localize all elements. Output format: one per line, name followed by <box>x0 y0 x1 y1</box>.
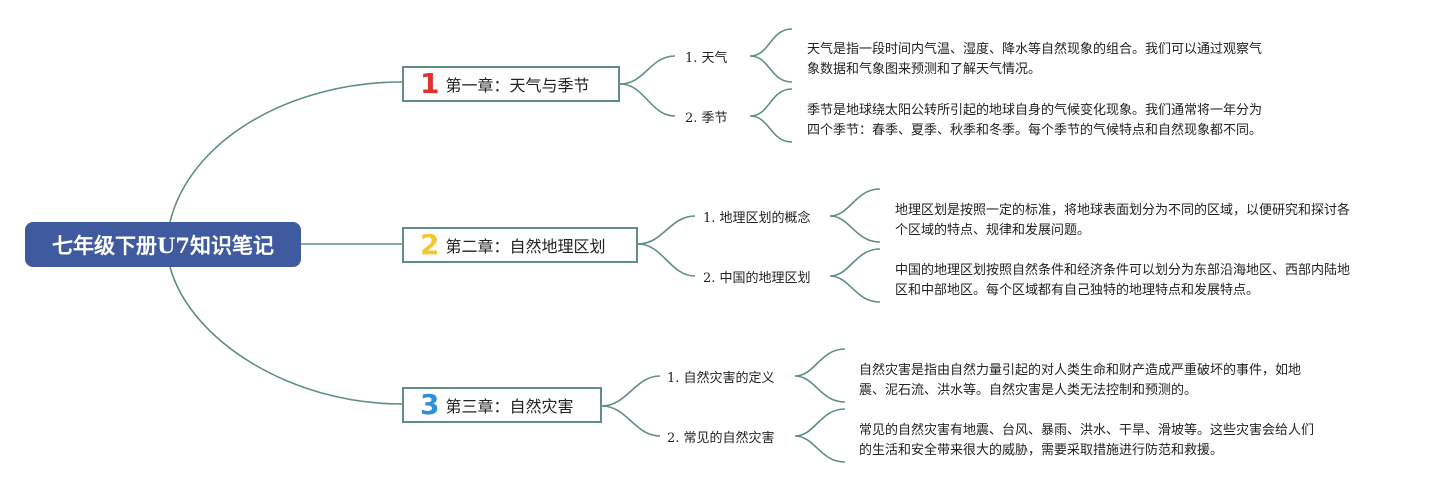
bracket-ch1-t1 <box>749 28 793 83</box>
chapter-1-number: 1 <box>420 67 440 100</box>
topic-3-1-label[interactable]: 1. 自然灾害的定义 <box>667 371 775 386</box>
root-node[interactable]: 七年级下册U7知识笔记 <box>25 222 301 267</box>
topic-2-1-description: 地理区划是按照一定的标准，将地球表面划分为不同的区域，以便研究和探讨各 个区域的… <box>895 203 1351 238</box>
connector-ch1-t1 <box>619 55 676 85</box>
chapter-2-node[interactable]: 2 第二章：自然地理区划 <box>402 227 638 263</box>
chapter-2-title: 第二章：自然地理区划 <box>445 237 606 256</box>
connector-ch2-t1 <box>637 215 696 245</box>
topic-1-1-label[interactable]: 1. 天气 <box>685 51 728 66</box>
bracket-ch2-t1 <box>829 188 881 243</box>
bracket-ch3-t1 <box>794 348 846 403</box>
topic-3-2-description: 常见的自然灾害有地震、台风、暴雨、洪水、干旱、滑坡等。这些灾害会给人们 的生活和… <box>859 423 1315 458</box>
connector-root-ch1 <box>169 81 403 223</box>
chapter-2-number: 2 <box>420 228 440 261</box>
topic-3-2-label[interactable]: 2. 常见的自然灾害 <box>667 431 775 446</box>
connector-ch3-t1 <box>601 375 661 407</box>
connector-ch1-t2 <box>619 83 676 117</box>
chapter-3-number: 3 <box>420 388 440 421</box>
chapter-1-title: 第一章：天气与季节 <box>445 76 590 95</box>
chapter-3-node[interactable]: 3 第三章：自然灾害 <box>402 387 602 423</box>
root-title: 七年级下册U7知识笔记 <box>52 232 274 258</box>
chapter-3-title: 第三章：自然灾害 <box>445 397 574 416</box>
bracket-ch3-t2 <box>794 408 846 463</box>
topic-3-1-description: 自然灾害是指由自然力量引起的对人类生命和财产造成严重破坏的事件，如地 震、泥石流… <box>859 363 1302 398</box>
topic-2-2-label[interactable]: 2. 中国的地理区划 <box>703 271 811 286</box>
topic-2-1-label[interactable]: 1. 地理区划的概念 <box>703 211 811 226</box>
bracket-ch2-t2 <box>829 248 881 303</box>
topic-1-1-description: 天气是指一段时间内气温、湿度、降水等自然现象的组合。我们可以通过观察气 象数据和… <box>807 42 1263 77</box>
connector-ch3-t2 <box>601 405 661 437</box>
topic-1-2-description: 季节是地球绕太阳公转所引起的地球自身的气候变化现象。我们通常将一年分为 四个季节… <box>807 103 1263 138</box>
topic-1-2-label[interactable]: 2. 季节 <box>685 111 728 126</box>
bracket-ch1-t2 <box>749 88 793 143</box>
connector-root-ch3 <box>169 266 403 405</box>
topic-2-2-description: 中国的地理区划按照自然条件和经济条件可以划分为东部沿海地区、西部内陆地 区和中部… <box>895 263 1351 298</box>
connector-ch2-t2 <box>637 243 696 277</box>
chapter-1-node[interactable]: 1 第一章：天气与季节 <box>402 66 620 102</box>
